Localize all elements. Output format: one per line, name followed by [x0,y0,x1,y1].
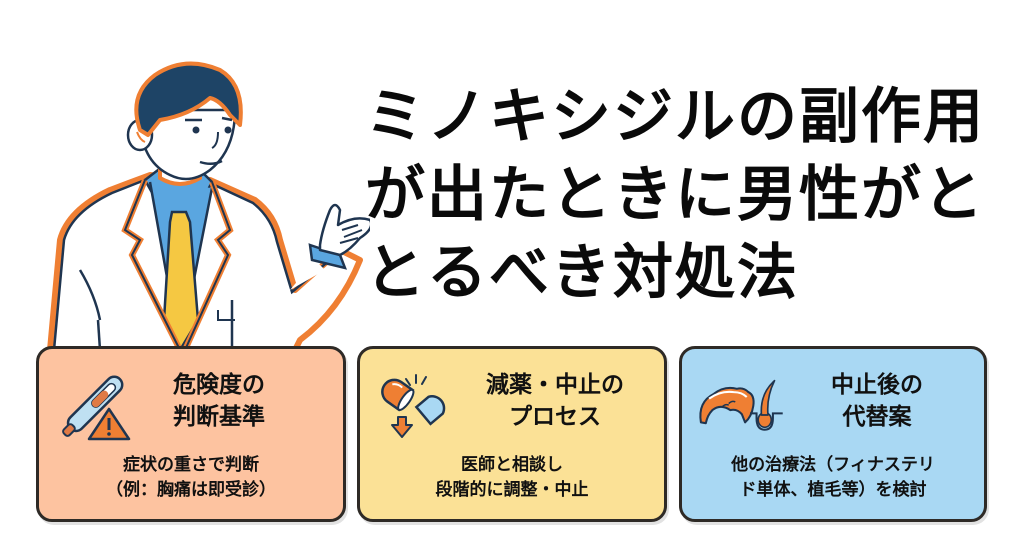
card-risk-criteria: 危険度の 判断基準 症状の重さで判断 （例：胸痛は即受診） [36,346,346,522]
card-reduction-process: 減薬・中止の プロセス 医師と相談し 段階的に調整・中止 [357,346,667,522]
card-description: 症状の重さで判断 （例：胸痛は即受診） [106,455,276,500]
card-description: 他の治療法（フィナステリ ド単体、植毛等）を検討 [731,455,935,500]
title-line-3: とるべき対処法 [365,238,799,308]
card-heading: 減薬・中止の プロセス [486,372,624,430]
hair-follicle-icon [699,379,783,431]
title-line-2: が出たときに男性がと [365,160,985,230]
card-description: 医師と相談し 段階的に調整・中止 [435,455,589,500]
capsule-reduce-icon [381,374,446,438]
card-heading: 危険度の 判断基準 [173,372,265,430]
card-heading: 中止後の 代替案 [831,372,923,430]
doctor-illustration [47,61,370,350]
doctor-head [126,61,243,186]
card-alternatives: 中止後の 代替案 他の治療法（フィナステリ ド単体、植毛等）を検討 [679,346,987,522]
title-line-1: ミノキシジルの副作用 [365,82,985,152]
page-title: ミノキシジルの副作用 が出たときに男性がと とるべき対処法 [365,78,1015,312]
thermometer-warning-icon [62,375,131,441]
doctor-body [47,168,370,350]
